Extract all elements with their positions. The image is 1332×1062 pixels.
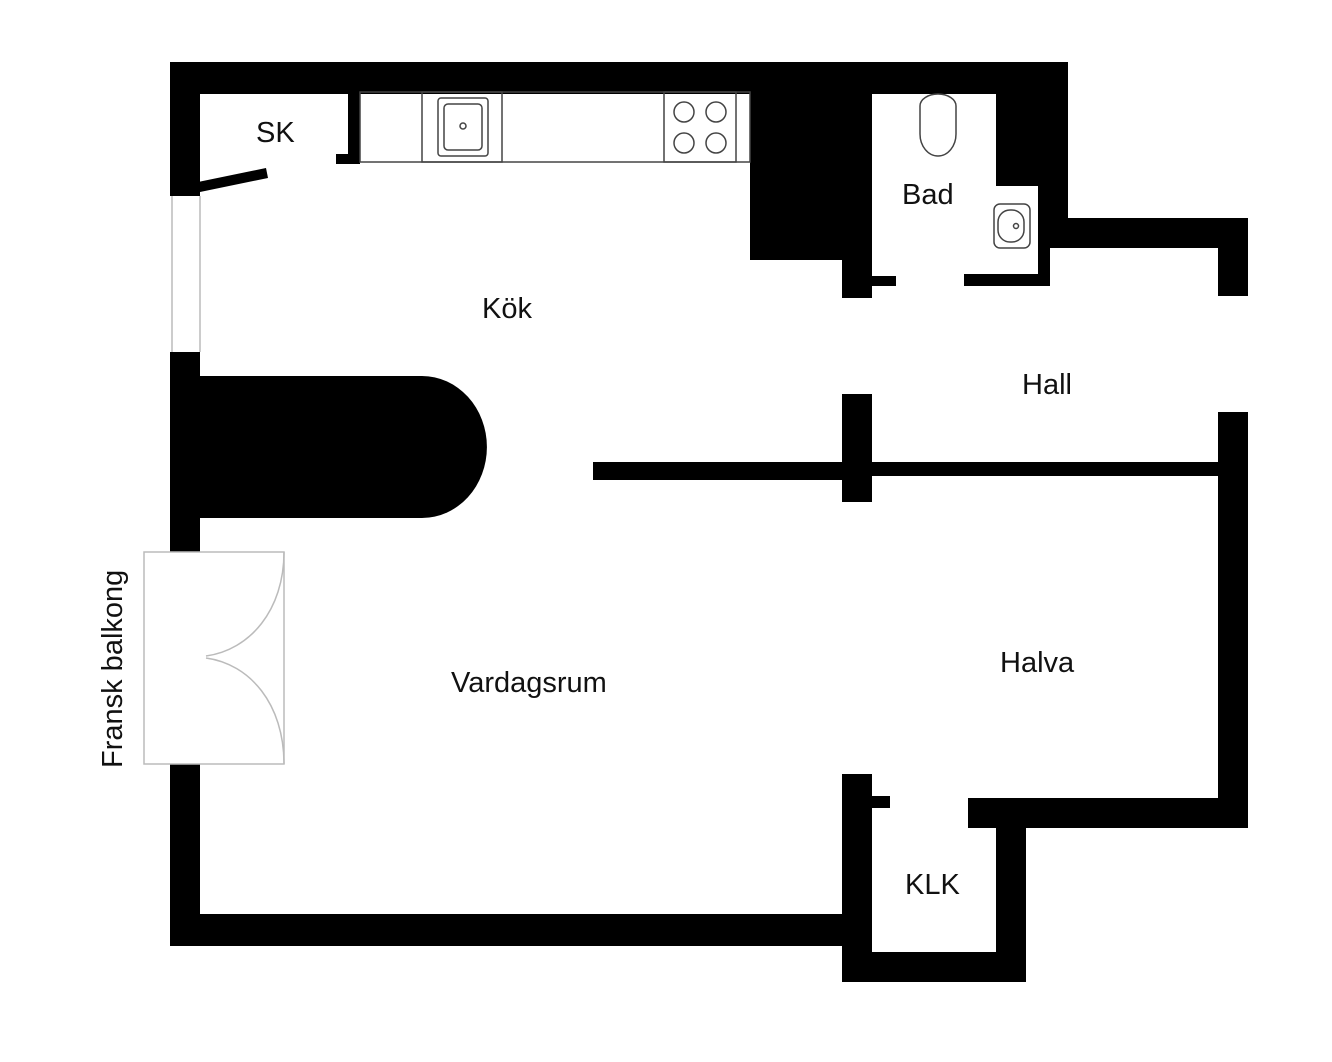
label-french-balcony: Fransk balkong: [97, 570, 129, 768]
walls: [170, 62, 1248, 982]
wall-left-top: [170, 62, 200, 196]
partition-line-left: [593, 462, 843, 480]
label-halva: Halva: [1000, 647, 1075, 679]
stove-burner-2: [705, 101, 727, 123]
balcony-frame: [143, 551, 285, 765]
stove-burner-4: [705, 132, 727, 154]
washbasin-bowl: [997, 209, 1025, 243]
wall-left-middle: [170, 352, 200, 552]
wall-top: [170, 62, 1068, 94]
sink-basin: [443, 103, 483, 151]
label-hall: Hall: [1022, 369, 1072, 401]
wall-bad-right-lower: [1038, 186, 1050, 286]
label-sk: SK: [256, 117, 295, 149]
wall-klk-right: [996, 798, 1026, 982]
label-kok: Kök: [482, 293, 532, 325]
washbasin-icon: [993, 203, 1031, 249]
wall-bad-bottom-left: [842, 276, 896, 286]
wall-right-lower: [1218, 412, 1248, 828]
wall-bad-left: [842, 92, 872, 298]
bathroom-fixtures: [919, 93, 1031, 249]
wall-bad-bottom-right: [964, 274, 1040, 286]
sk-door-leaf: [198, 168, 268, 192]
french-balcony: [143, 196, 285, 765]
kitchen-counter: [359, 91, 751, 163]
sink-icon: [437, 97, 489, 157]
counter-outline: [359, 91, 751, 163]
rounded-block: [198, 376, 487, 518]
wall-sk-stub: [336, 154, 360, 164]
wall-left-bottom: [170, 764, 200, 946]
balcony-door-swing-lower: [205, 657, 285, 765]
stove: [663, 91, 737, 163]
wall-step-hall: [1038, 218, 1248, 248]
wall-hall-right-upper: [1218, 218, 1248, 296]
balcony-door-swing-upper: [205, 551, 285, 657]
label-bad: Bad: [902, 179, 954, 211]
stove-burner-1: [673, 101, 695, 123]
wall-klk-top-stub: [842, 796, 890, 808]
wall-bad-right: [996, 92, 1038, 186]
partition-line-right: [872, 462, 1218, 476]
sink-drain: [459, 122, 467, 130]
wall-klk-bottom: [842, 952, 1026, 982]
washbasin-drain: [1012, 222, 1020, 230]
label-vardagsrum: Vardagsrum: [451, 667, 607, 699]
label-klk: KLK: [905, 869, 960, 901]
wall-sk-right: [348, 92, 360, 164]
wall-bottom: [170, 914, 872, 946]
partition-post: [842, 394, 872, 502]
toilet-icon: [919, 93, 957, 157]
stove-burner-3: [673, 132, 695, 154]
sink-cabinet: [421, 91, 503, 163]
wall-klk-left: [842, 774, 872, 982]
